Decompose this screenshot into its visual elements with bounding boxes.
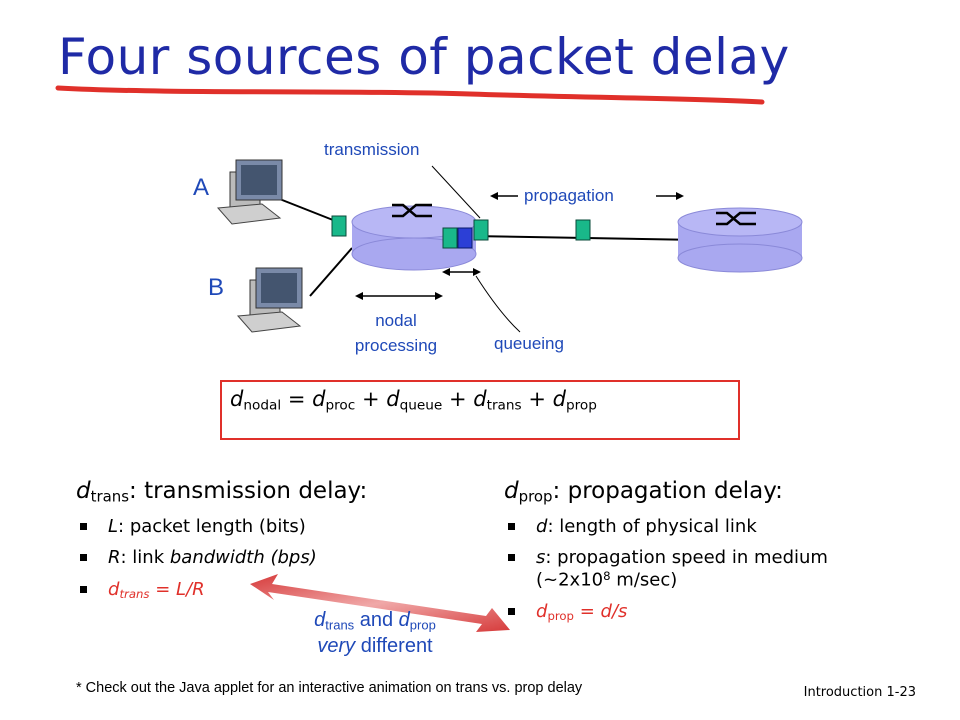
queueing-pointer [475, 275, 521, 333]
link-b [309, 247, 353, 297]
transmission-label: transmission [324, 140, 420, 159]
formula-sub-queue: queue [399, 397, 443, 414]
title-underline [55, 85, 765, 105]
packet-propagating [575, 219, 591, 241]
comparison-note: dtrans and dprop very different [250, 608, 500, 659]
formula-sub-proc: proc [325, 397, 356, 414]
compare-sub-prop: prop [409, 617, 436, 633]
formula-d-proc: d [312, 387, 326, 411]
prop-bullet-length: d: length of physical link [504, 516, 904, 538]
packet-arriving [331, 215, 347, 237]
transmission-delay-title: dtrans: transmission delay: [76, 478, 466, 506]
trans-var-r: R [108, 547, 121, 569]
compare-very: very [317, 634, 356, 657]
trans-formula-d: d [108, 578, 120, 600]
formula-d-nodal: d [230, 387, 244, 411]
formula-sub-nodal: nodal [243, 397, 282, 414]
computer-a-icon [216, 159, 283, 225]
link-a [271, 195, 339, 223]
trans-title-d: d [76, 478, 91, 504]
processing-label: processing [354, 336, 438, 355]
trans-title-text: : transmission delay: [129, 478, 368, 504]
trans-bullet-bandwidth-italic: bandwidth (bps) [169, 547, 317, 569]
propagation-label: propagation [524, 186, 614, 205]
formula-box [220, 380, 740, 440]
prop-var-s: s [536, 547, 546, 569]
prop-bullet-speed: s: propagation speed in medium (~2x108 m… [504, 547, 904, 590]
network-diagram [216, 159, 803, 333]
comparison-double-arrow-icon [250, 574, 510, 632]
prop-bullet-formula: dprop = d/s [504, 601, 904, 623]
transmission-pointer [431, 165, 481, 219]
nodal-delay-formula: dnodal = dproc + dqueue + dtrans + dprop [230, 387, 597, 413]
formula-d-prop: d [552, 387, 566, 411]
trans-bullet-length: L: packet length (bits) [76, 516, 466, 538]
comparison-line-1: dtrans and dprop [250, 608, 500, 634]
propagation-delay-section: dprop: propagation delay: d: length of p… [504, 478, 904, 633]
propagation-delay-title: dprop: propagation delay: [504, 478, 904, 506]
compare-d-prop: d [398, 609, 410, 631]
queueing-arrow [442, 268, 481, 276]
trans-bullet-bandwidth-text: : link [120, 547, 170, 569]
prop-formula-sub: prop [547, 608, 574, 623]
trans-bullet-formula: dtrans = L/R [76, 579, 466, 601]
footnote: * Check out the Java applet for an inter… [76, 680, 583, 696]
formula-equals: = [281, 387, 313, 411]
prop-var-d: d [536, 515, 548, 537]
formula-d-queue: d [386, 387, 400, 411]
nodal-processing-arrow [355, 292, 443, 300]
comparison-line-2: very different [250, 634, 500, 659]
trans-bullet-length-text: : packet length (bits) [118, 515, 306, 537]
formula-sub-trans: trans [486, 397, 522, 414]
trans-formula-value: L/R [176, 578, 205, 600]
prop-formula-d: d [536, 600, 548, 622]
slide-title: Four sources of packet delay [58, 28, 790, 86]
prop-bullet-length-text: : length of physical link [547, 515, 757, 537]
prop-title-text: : propagation delay: [552, 478, 783, 504]
prop-title-d: d [504, 478, 519, 504]
trans-bullet-bandwidth: R: link bandwidth (bps) [76, 547, 466, 569]
host-a-label: A [193, 174, 210, 201]
formula-plus-1: + [355, 387, 387, 411]
prop-bullet-speed-unit: m/sec) [610, 569, 678, 591]
prop-formula-eq: = [573, 600, 601, 622]
transmission-bullet-list: L: packet length (bits) R: link bandwidt… [76, 516, 466, 601]
propagation-arrow [490, 192, 684, 200]
prop-bullet-speed-exp: 8 [603, 568, 611, 583]
formula-plus-2: + [442, 387, 474, 411]
prop-bullet-speed-text: : propagation speed in medium (~2x10 [536, 547, 828, 591]
prop-formula-value: d/s [600, 600, 628, 622]
trans-formula-eq: = [149, 578, 177, 600]
host-b-label: B [208, 274, 225, 301]
trans-title-sub: trans [90, 487, 130, 506]
packet-transmitting [473, 219, 489, 241]
packet-queued-blue [457, 227, 473, 249]
compare-and: and [354, 609, 399, 631]
formula-plus-3: + [521, 387, 553, 411]
nodal-processing-label: nodal processing [340, 308, 452, 358]
slide-number: Introduction 1-23 [803, 685, 916, 700]
transmission-delay-section: dtrans: transmission delay: L: packet le… [76, 478, 466, 611]
formula-sub-prop: prop [565, 397, 597, 414]
prop-title-sub: prop [518, 487, 553, 506]
nodal-label: nodal [375, 311, 417, 330]
trans-formula-sub: trans [119, 586, 150, 601]
compare-sub-trans: trans [325, 617, 355, 633]
compare-d-trans: d [314, 609, 326, 631]
computer-b-icon [236, 267, 303, 333]
propagation-bullet-list: d: length of physical link s: propagatio… [504, 516, 904, 623]
compare-different: different [355, 634, 433, 657]
queueing-label: queueing [494, 334, 564, 353]
formula-d-trans: d [473, 387, 487, 411]
router-right-icon [677, 207, 803, 273]
trans-var-l: L [108, 515, 119, 537]
packet-queued [442, 227, 458, 249]
